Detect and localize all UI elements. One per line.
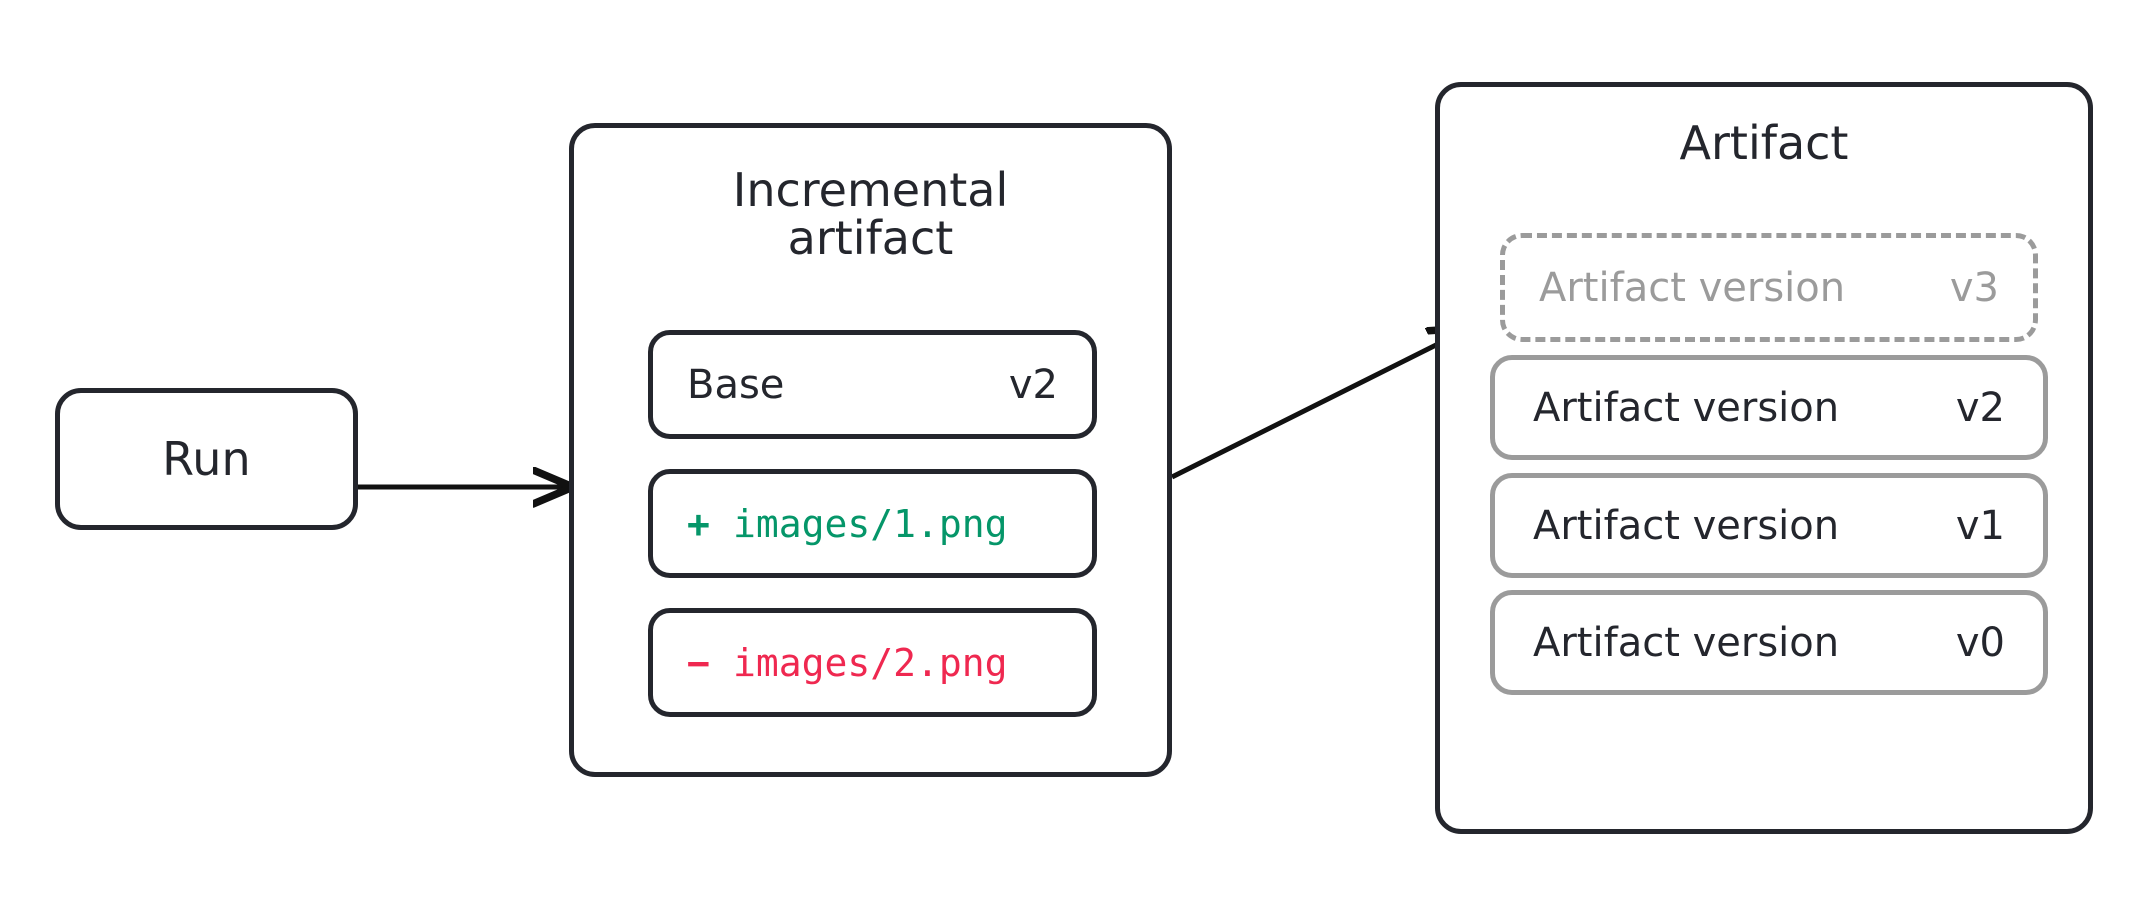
artifact-version-row-v1[interactable]: Artifact version v1 xyxy=(1490,473,2048,578)
diff-added-sign: + xyxy=(687,501,710,546)
artifact-version-row-v3[interactable]: Artifact version v3 xyxy=(1500,233,2038,342)
artifact-version-row-v1-name: Artifact version xyxy=(1533,502,1840,549)
artifact-version-row-v1-version: v1 xyxy=(1955,502,2005,549)
artifact-version-row-v3-version: v3 xyxy=(1949,264,1999,311)
artifact-panel-title: Artifact xyxy=(1679,116,1849,170)
diff-deleted-path: images/2.png xyxy=(733,640,1008,685)
artifact-version-row-v2-name: Artifact version xyxy=(1533,384,1840,431)
incremental-change-row-added[interactable]: + images/1.png xyxy=(648,469,1097,578)
artifact-version-row-v0-version: v0 xyxy=(1955,619,2005,666)
incremental-base-row-version: v2 xyxy=(1008,361,1058,408)
incremental-base-row-name: Base xyxy=(687,361,785,408)
artifact-version-row-v0[interactable]: Artifact version v0 xyxy=(1490,590,2048,695)
incremental-artifact-title-line1: Incremental xyxy=(732,163,1009,217)
diff-deleted-sign: − xyxy=(687,640,710,685)
artifact-panel[interactable]: Artifact Artifact version v3 Artifact ve… xyxy=(1435,82,2093,834)
incremental-artifact-title-line2: artifact xyxy=(787,211,954,266)
artifact-version-row-v0-name: Artifact version xyxy=(1533,619,1840,666)
run-node[interactable]: Run xyxy=(55,388,358,530)
incremental-change-row-deleted[interactable]: − images/2.png xyxy=(648,608,1097,717)
incremental-base-row[interactable]: Base v2 xyxy=(648,330,1097,439)
artifact-version-row-v2[interactable]: Artifact version v2 xyxy=(1490,355,2048,460)
diff-added-path: images/1.png xyxy=(733,501,1008,546)
artifact-version-row-v3-name: Artifact version xyxy=(1539,264,1846,311)
arrow-incremental-to-artifact xyxy=(1170,330,1466,480)
run-node-label: Run xyxy=(162,432,251,486)
artifact-version-row-v2-version: v2 xyxy=(1955,384,2005,431)
incremental-artifact-panel[interactable]: Incremental artifact Base v2 + images/1.… xyxy=(569,123,1172,777)
incremental-artifact-title: Incremental artifact xyxy=(574,166,1167,263)
